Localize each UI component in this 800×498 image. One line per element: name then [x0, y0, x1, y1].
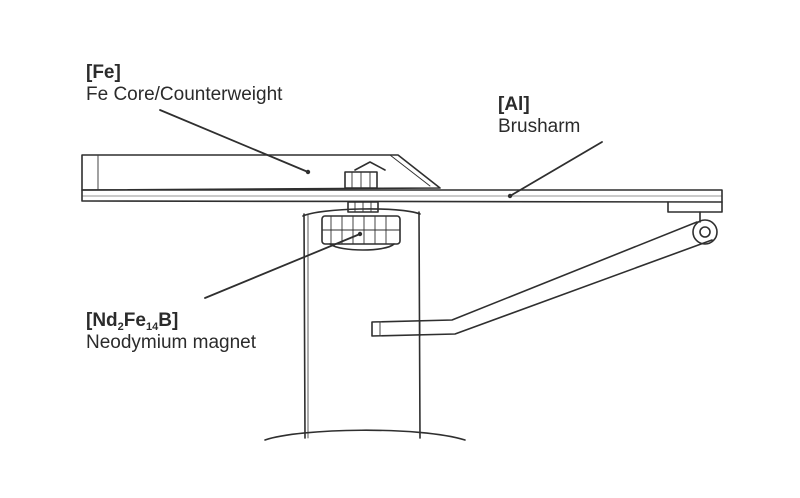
- fe-name: Fe Core/Counterweight: [86, 84, 283, 105]
- al-callout: [Al] Brusharm: [498, 94, 580, 138]
- leader-al: [509, 141, 603, 197]
- fe-callout: [Fe] Fe Core/Counterweight: [86, 62, 282, 106]
- fe-core-counterweight: [81, 154, 441, 191]
- neodymium-magnet-ring: [302, 208, 421, 251]
- al-symbol: [Al]: [498, 94, 530, 115]
- leader-lines: [159, 109, 603, 299]
- pivot-hub: [344, 161, 386, 213]
- nd-name: Neodymium magnet: [86, 332, 257, 353]
- linkage-arm: [371, 221, 713, 337]
- brusharm-beam: [81, 189, 723, 203]
- al-name: Brusharm: [498, 116, 581, 137]
- nd-symbol: [Nd2Fe14B]: [86, 310, 179, 333]
- pivot-post: [264, 211, 466, 441]
- end-bracket: [667, 201, 723, 245]
- leader-fe: [159, 109, 309, 173]
- leader-nd: [204, 233, 361, 299]
- nd-callout: [Nd2Fe14B] Neodymium magnet: [86, 310, 256, 354]
- fe-symbol: [Fe]: [86, 62, 121, 83]
